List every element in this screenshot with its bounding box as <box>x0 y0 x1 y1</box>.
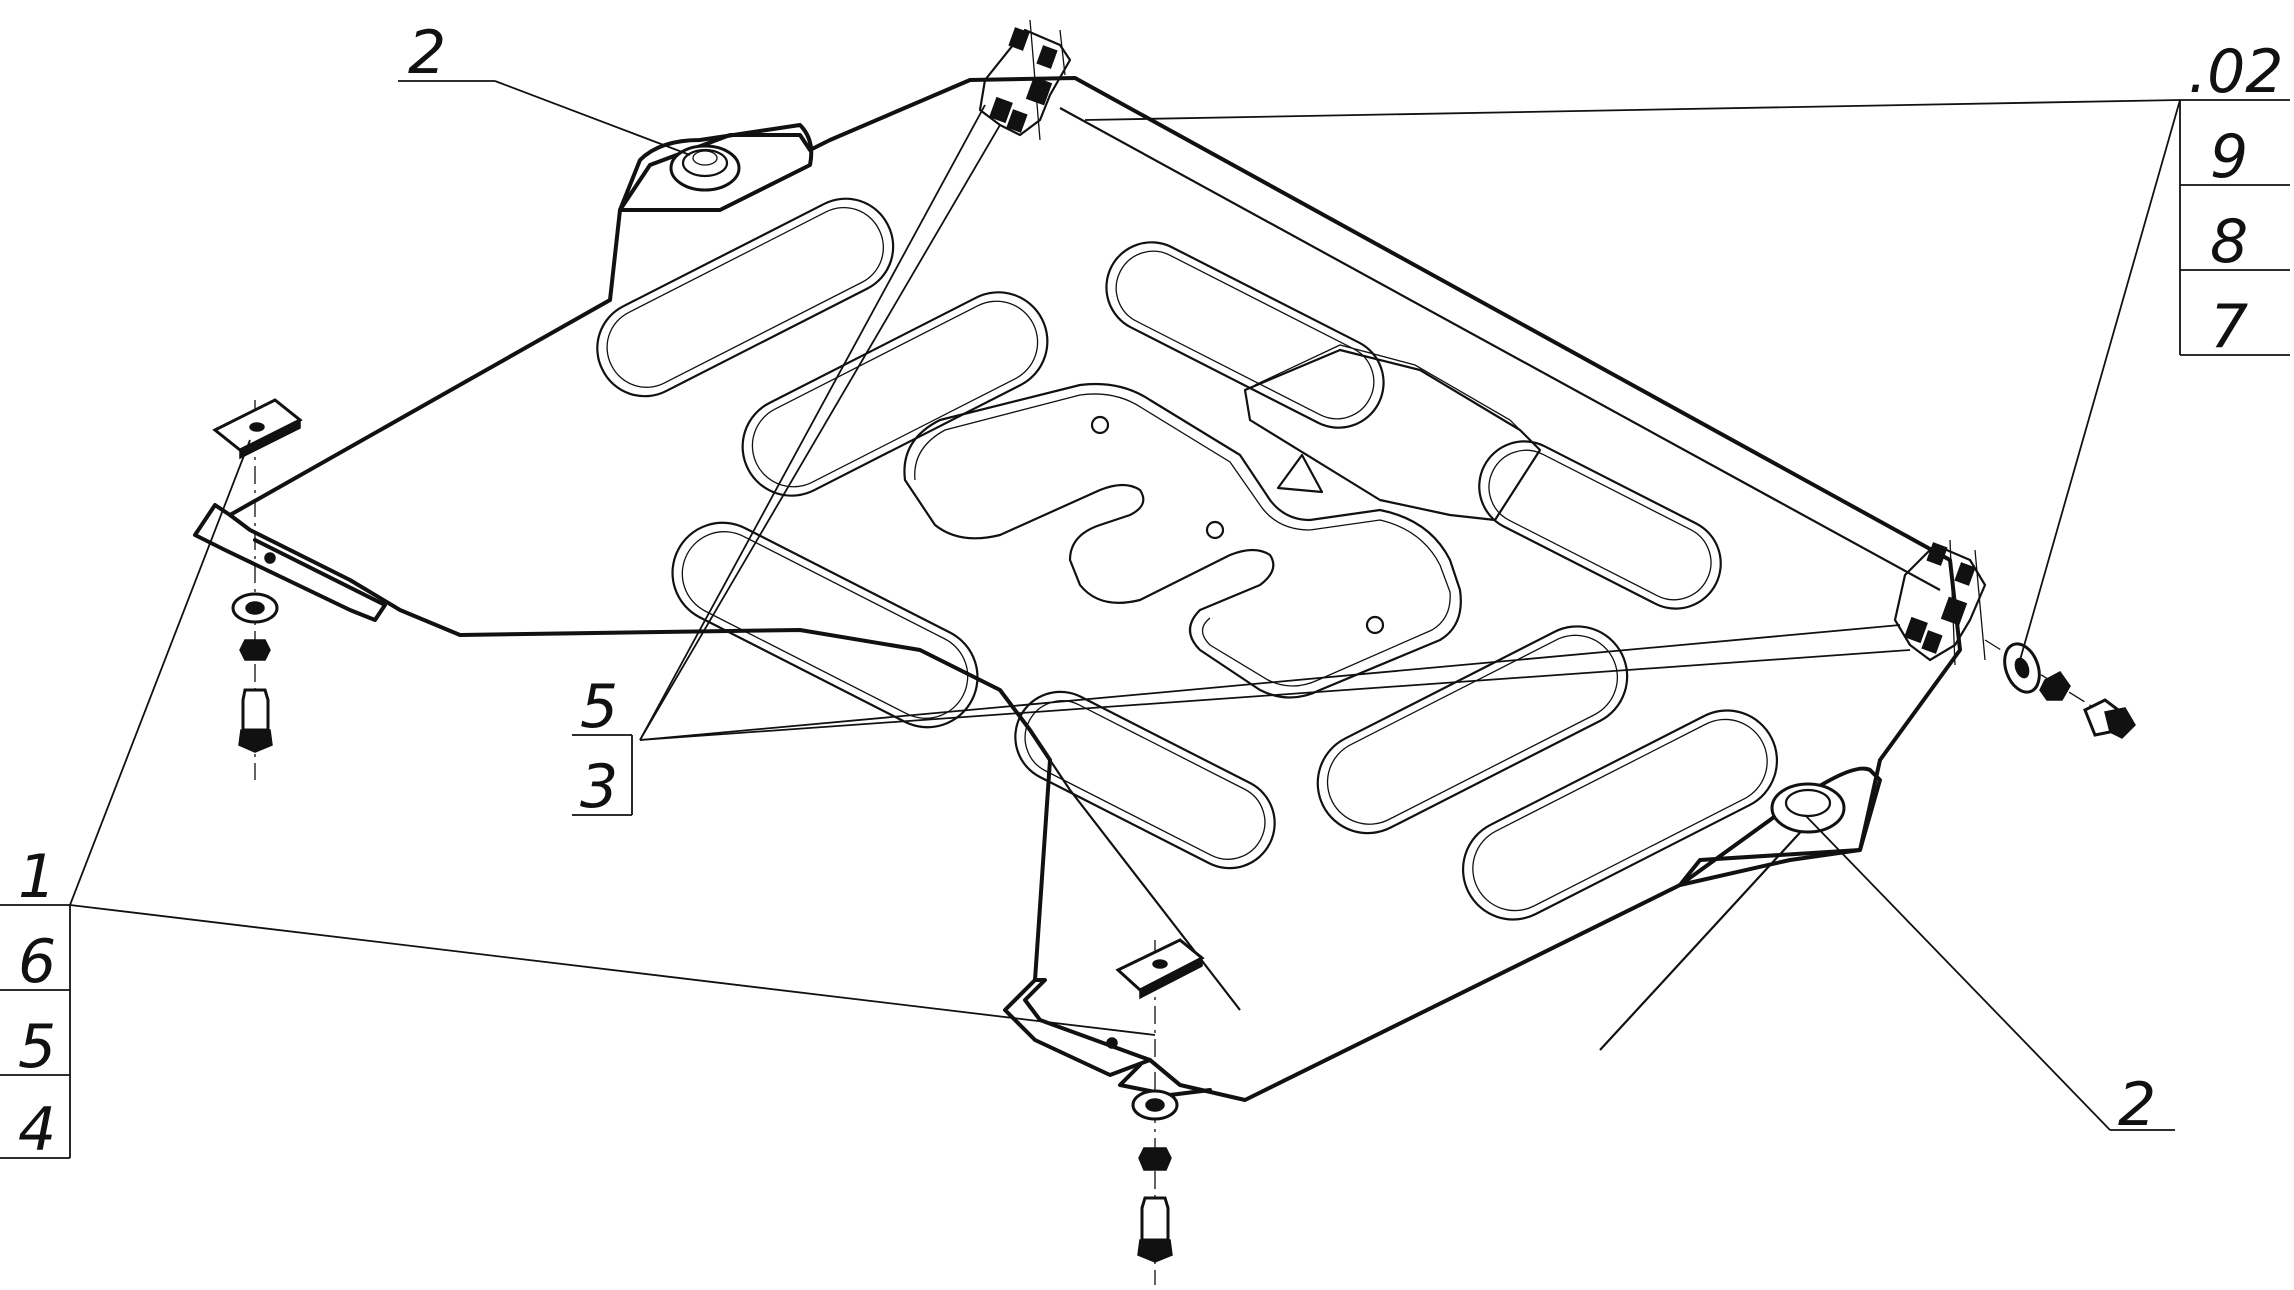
callout-left-2: 6 <box>18 927 56 997</box>
tab-left <box>193 503 387 622</box>
slot <box>671 521 979 729</box>
bracket-clip-top <box>978 19 1072 141</box>
fastener-set-bottom <box>1115 938 1205 1285</box>
tab-top-left <box>618 123 814 212</box>
mounting-tabs <box>193 123 1882 1097</box>
stamped-slots <box>596 197 1779 921</box>
grommet-top-left <box>669 144 741 192</box>
slot <box>1316 625 1629 835</box>
slot <box>1105 241 1385 429</box>
callout-left-1: 1 <box>18 842 56 912</box>
bolt <box>241 688 270 732</box>
slot <box>741 291 1049 497</box>
callout-top-right-1: .02 <box>2188 37 2283 107</box>
callout-center-2: 3 <box>580 752 618 822</box>
raised-panel-inner <box>1254 344 1531 441</box>
fastener-set-right <box>1984 639 2136 739</box>
slot <box>1461 709 1779 921</box>
callout-left-4: 4 <box>18 1095 56 1165</box>
callout-center-1: 5 <box>580 672 618 742</box>
lock-washer <box>2039 671 2071 701</box>
slot <box>1014 690 1276 870</box>
leader-lines <box>0 80 2290 1159</box>
slot <box>1478 440 1722 610</box>
tab-bottom-right <box>1678 766 1882 887</box>
lock-washer <box>239 639 271 661</box>
lock-washer <box>1138 1147 1172 1171</box>
center-stamping <box>903 382 1462 699</box>
plate-rail-edge <box>1059 107 1941 591</box>
callout-left-3: 5 <box>18 1012 56 1082</box>
plate-front-fold <box>1049 759 1831 1051</box>
triangle-mark <box>1276 453 1324 494</box>
bracket-clip-right <box>1893 539 1987 666</box>
hole <box>1205 520 1225 540</box>
callout-bottom-right: 2 <box>2118 1070 2156 1140</box>
plate-outline <box>228 76 1962 1102</box>
callout-top-left: 2 <box>408 18 446 88</box>
skid-plate <box>228 76 1962 1102</box>
hole <box>1090 415 1110 435</box>
raised-panel <box>1243 348 1542 522</box>
slot <box>596 197 895 398</box>
fastener-set-left <box>212 398 303 780</box>
callout-top-right-3: 8 <box>2210 207 2248 277</box>
callout-labels: 2 2 .02 9 8 7 5 3 1 6 5 4 <box>18 18 2283 1165</box>
grommet-bottom-right <box>1770 782 1846 834</box>
hole <box>1365 615 1385 635</box>
bolt <box>1140 1196 1170 1242</box>
callout-top-right-4: 7 <box>2210 292 2248 362</box>
callout-top-right-2: 9 <box>2210 122 2248 192</box>
